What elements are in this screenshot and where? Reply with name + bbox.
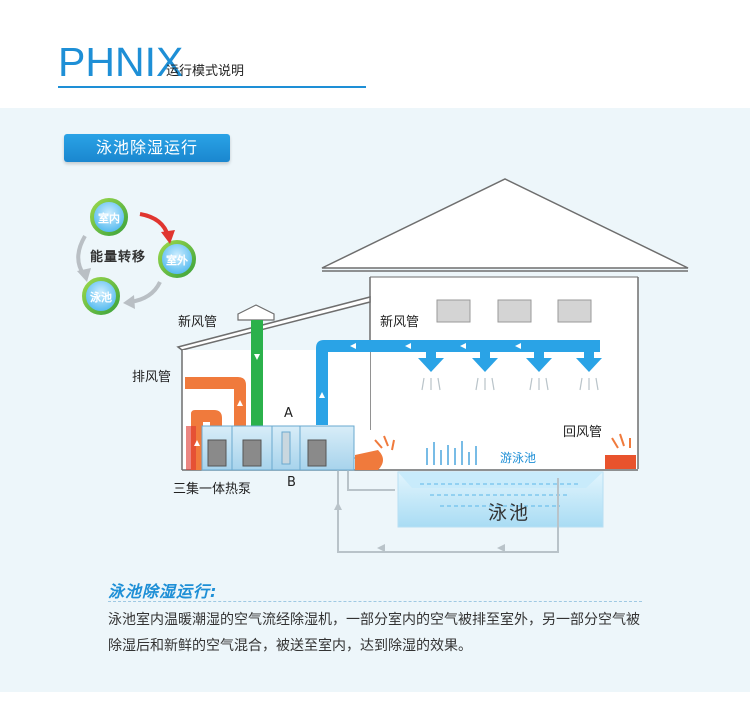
point-b-label: B bbox=[287, 475, 296, 490]
bubble-indoor bbox=[90, 198, 128, 236]
bubble-pool bbox=[82, 277, 120, 315]
brand-logo: PHNIX bbox=[58, 39, 184, 85]
description-title: 泳池除湿运行: bbox=[108, 582, 218, 601]
fresh-air-duct-right-label: 新风管 bbox=[380, 315, 420, 330]
fresh-air-duct-main bbox=[316, 340, 602, 425]
heat-pump-label: 三集一体热泵 bbox=[173, 482, 252, 497]
return-air-inlet bbox=[355, 435, 395, 470]
bubble-pool-label: 泳池 bbox=[90, 291, 112, 304]
point-a-label: A bbox=[284, 406, 293, 421]
footer-strip bbox=[0, 692, 750, 705]
energy-cycle bbox=[76, 198, 196, 315]
swimming-pool-tag: 游泳池 bbox=[500, 451, 537, 465]
header-underline bbox=[58, 86, 366, 88]
pool bbox=[397, 441, 604, 528]
exhaust-duct bbox=[185, 377, 246, 470]
bubble-outdoor-label: 室外 bbox=[166, 254, 188, 267]
page-subtitle: 运行模式说明 bbox=[166, 64, 245, 79]
description-text: 泳池室内温暖潮湿的空气流经除湿机，一部分室内的空气被排至室外，另一部分空气被除湿… bbox=[108, 612, 640, 654]
gray-arrow-down bbox=[76, 234, 87, 277]
return-air-duct-label: 回风管 bbox=[563, 425, 603, 440]
header: PHNIX 运行模式说明 bbox=[0, 0, 750, 108]
bubble-indoor-label: 室内 bbox=[98, 212, 120, 225]
heat-pump-unit bbox=[201, 425, 355, 471]
gray-arrow-left bbox=[129, 281, 162, 304]
description-divider bbox=[108, 601, 642, 602]
section-badge: 泳池除湿运行 bbox=[64, 134, 230, 162]
bubble-outdoor bbox=[158, 240, 196, 278]
fresh-air-intake-left bbox=[251, 320, 263, 426]
energy-transfer-label: 能量转移 bbox=[90, 250, 147, 265]
pool-label: 泳池 bbox=[488, 502, 531, 524]
exhaust-duct-label: 排风管 bbox=[132, 370, 172, 385]
return-air-vent bbox=[605, 433, 636, 469]
building bbox=[176, 178, 689, 471]
fresh-air-duct-left-label: 新风管 bbox=[178, 315, 218, 330]
